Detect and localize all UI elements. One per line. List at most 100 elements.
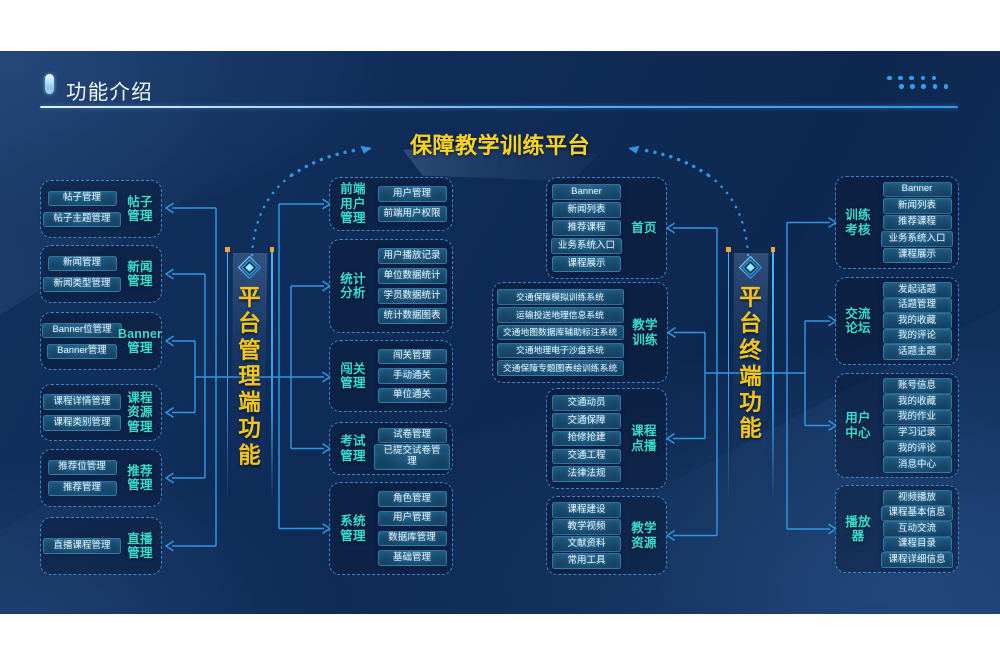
dot-icon	[887, 75, 892, 80]
trunk-label-char: 平	[739, 285, 762, 310]
trunk-side-line	[226, 251, 229, 501]
feature-group: 课程建设教学视频文献资料常用工具教学 资源	[546, 496, 667, 575]
feature-item: 常用工具	[552, 553, 621, 569]
group-label: 首页	[631, 220, 657, 235]
group-label: 帖子 管理	[127, 194, 153, 224]
group-label: 课程 资源 管理	[127, 390, 153, 434]
feature-item: 话题主题	[882, 344, 952, 360]
feature-item: 交通动员	[552, 395, 621, 411]
feature-item: 数据库管理	[377, 530, 447, 547]
group-label: 交流 论坛	[845, 306, 871, 336]
feature-item: 推荐位管理	[47, 459, 117, 476]
trunk-panel	[231, 253, 268, 501]
trunk-side-line	[772, 251, 774, 501]
feature-item: 单位数据统计	[377, 268, 447, 284]
dot-icon	[943, 84, 949, 89]
feature-item: 课程展示	[882, 247, 952, 264]
feature-item: Banner位管理	[42, 322, 122, 339]
diamond-icon	[237, 255, 262, 280]
feature-item: 课程展示	[552, 256, 621, 272]
page-title: 功能介绍	[66, 81, 153, 104]
trunk-side-line	[727, 251, 730, 501]
group-label: 播放 器	[845, 514, 871, 544]
feature-item: 我的评论	[882, 441, 952, 457]
feature-group: 推荐位管理推荐管理推荐 管理	[40, 449, 162, 507]
trunk-dot-icon	[770, 247, 775, 252]
feature-item: 业务系统入口	[550, 238, 622, 254]
header-capsule-icon	[45, 74, 54, 94]
feature-group: 帖子管理帖子主题管理帖子 管理	[40, 180, 162, 238]
trunk-panel	[732, 253, 769, 501]
feature-item: 我的收藏	[882, 394, 952, 410]
feature-item: 学员数据统计	[377, 288, 447, 304]
feature-item: 课程目录	[882, 536, 952, 553]
group-label: 教学 训练	[632, 318, 658, 347]
feature-item: 前端用户权限	[377, 206, 447, 222]
feature-item: Banner	[552, 184, 621, 200]
trunk-dot-icon	[726, 247, 731, 252]
feature-item: 交通保障模拟训练系统	[496, 289, 624, 305]
feature-item: 交通地图数据库辅助标注系统	[496, 324, 624, 341]
feature-group: 统计 分析用户播放记录单位数据统计学员数据统计统计数据图表	[329, 239, 453, 333]
group-label: 系统 管理	[340, 514, 366, 543]
feature-item: 文献资料	[552, 536, 621, 552]
feature-item: 交通地理电子沙盘系统	[496, 342, 624, 358]
group-label: 前端 用户 管理	[340, 182, 366, 226]
feature-item: 推荐课程	[552, 220, 621, 236]
trunk-label-char: 端	[238, 390, 261, 416]
feature-item: Banner管理	[47, 343, 117, 360]
feature-item: 基础管理	[377, 550, 447, 566]
feature-group: 前端 用户 管理用户管理前端用户权限	[329, 177, 453, 231]
feature-item: 统计数据图表	[377, 308, 447, 324]
trunk-label-char: 能	[739, 416, 762, 442]
trunk-label-char: 功	[739, 390, 762, 416]
feature-group: 闯关 管理闯关管理手动通关单位通关	[329, 340, 453, 412]
group-label: 教学 资源	[631, 521, 657, 550]
trunk-label-char: 终	[739, 337, 762, 363]
feature-item: 我的收藏	[882, 313, 952, 329]
feature-item: 推荐课程	[882, 214, 952, 231]
dot-icon	[920, 75, 926, 80]
feature-item: 闯关管理	[377, 348, 447, 365]
feature-group: 新闻管理新闻类型管理新闻 管理	[40, 245, 162, 303]
group-label: 课程 点播	[631, 424, 657, 453]
trunk-label: 平台终端功能	[721, 285, 781, 443]
feature-item: 帖子管理	[47, 190, 117, 207]
dot-icon	[921, 84, 926, 89]
feature-item: 推荐管理	[47, 480, 117, 497]
feature-item: 视频播放	[882, 490, 952, 506]
header-underline	[40, 106, 958, 108]
feature-group: 考试 管理试卷管理已提交试卷管理	[329, 422, 453, 475]
dot-icon	[899, 84, 904, 89]
feature-item: 试卷管理	[377, 427, 447, 443]
trunk-label-char: 端	[739, 363, 762, 389]
feature-item: Banner	[882, 181, 952, 198]
dot-icon	[898, 75, 903, 80]
feature-item: 互动交流	[882, 521, 952, 537]
trunk-label-char: 理	[238, 363, 261, 389]
trunk-label-char: 台	[739, 311, 762, 337]
feature-item: 教学视频	[552, 519, 621, 535]
feature-item: 我的评论	[882, 328, 952, 345]
feature-item: 交通保障专题图表绘训练系统	[496, 360, 624, 376]
feature-item: 课程详情管理	[43, 394, 121, 410]
feature-item: 单位通关	[377, 387, 447, 404]
feature-item: 新闻列表	[552, 202, 621, 218]
trunk-label-char: 管	[238, 337, 261, 363]
slide-canvas: 功能介绍 保障教学训练平台 平台管理端功能平台终端功能 帖子管理帖子主题管理帖子…	[0, 51, 1000, 614]
feature-item: 我的作业	[882, 409, 952, 426]
feature-group: Banner 新闻列表推荐课程业务系统入口课程展示 首页	[546, 177, 667, 279]
trunk-label-char: 功	[238, 416, 261, 442]
feature-item: 交通工程	[552, 448, 621, 464]
feature-item: 直播课程管理	[43, 538, 121, 554]
trunk-dot-icon	[225, 247, 230, 252]
feature-group: 用户 中心账号信息我的收藏我的作业学习记录我的评论消息中心	[835, 373, 959, 478]
feature-group: 交通动员交通保障抢修抢建交通工程法律法规课程 点播	[546, 388, 667, 489]
feature-item: 法律法规	[552, 466, 621, 482]
feature-group: 课程详情管理课程类别管理课程 资源 管理	[40, 384, 162, 441]
feature-item: 帖子主题管理	[43, 211, 121, 228]
feature-item: 话题管理	[882, 297, 952, 314]
feature-item: 账号信息	[882, 378, 952, 394]
